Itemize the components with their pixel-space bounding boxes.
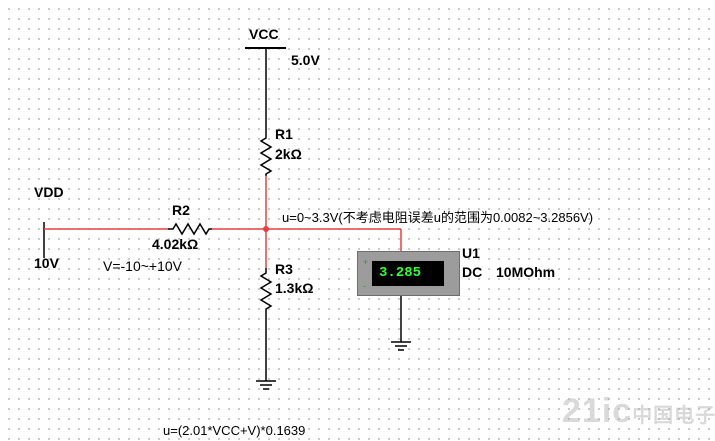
watermark-logo: 21ic中国电子网 — [562, 392, 715, 431]
meter-plus-terminal: + — [363, 257, 369, 267]
r3-resistor-symbol — [259, 268, 273, 312]
meter-display: 3.285 — [372, 261, 444, 286]
multimeter[interactable]: + - 3.285 — [357, 251, 460, 296]
vdd-label: VDD — [34, 184, 64, 200]
meter-ground-icon — [391, 341, 411, 351]
r2-ref: R2 — [172, 202, 190, 218]
junction-dot — [263, 226, 269, 232]
vcc-label: VCC — [249, 26, 279, 42]
r1-resistor-symbol — [259, 133, 273, 176]
r1-value: 2kΩ — [275, 146, 302, 162]
watermark-text-cn: 中国电子网 — [632, 405, 715, 427]
r1-ref: R1 — [275, 126, 293, 142]
meter-minus-terminal: - — [363, 281, 366, 291]
watermark-text: 21ic — [562, 392, 633, 430]
input-range: V=-10~+10V — [103, 258, 183, 274]
r3-value: 1.3kΩ — [275, 280, 314, 296]
r3-ref: R3 — [275, 261, 293, 277]
meter-reading: 3.285 — [379, 265, 422, 281]
node-voltage-note: u=0~3.3V(不考虑电阻误差u的范围为0.0082~3.2856V) — [282, 210, 594, 225]
meter-impedance: 10MOhm — [496, 264, 556, 280]
r2-resistor-symbol — [168, 222, 212, 236]
meter-mode: DC — [462, 264, 483, 280]
formula: u=(2.01*VCC+V)*0.1639 — [163, 423, 306, 438]
ground-icon — [256, 380, 276, 390]
r2-value: 4.02kΩ — [152, 236, 199, 252]
vcc-voltage: 5.0V — [291, 52, 320, 68]
meter-ref: U1 — [462, 245, 480, 261]
vdd-voltage: 10V — [34, 255, 59, 271]
